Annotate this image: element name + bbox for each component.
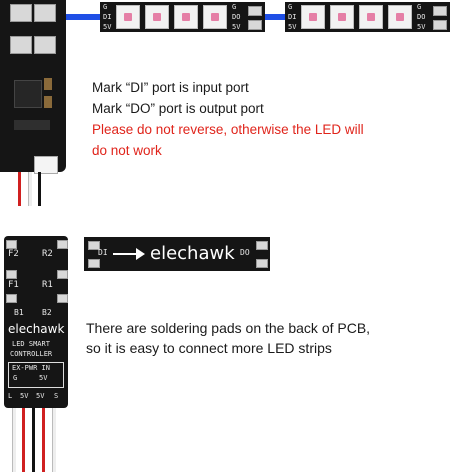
component <box>44 96 52 108</box>
port-label-r2: R2 <box>42 249 53 259</box>
controller-board-top <box>0 0 66 174</box>
ex-pwr-box: EX-PWR IN G 5V <box>8 362 64 388</box>
ex-pwr-g-label: G <box>13 374 18 382</box>
led <box>203 5 227 29</box>
bottom-label-s: S <box>54 392 59 400</box>
solder-pad <box>34 36 56 54</box>
strip1-right-label-g: G <box>232 3 237 11</box>
controller-brand: elechawk <box>8 322 65 336</box>
bottom-label-5v: 5V <box>20 392 29 400</box>
strip2-left-label-5v: 5V <box>288 23 297 31</box>
solder-pad <box>6 294 17 303</box>
wire-red <box>18 172 21 206</box>
port-label-f2: F2 <box>8 249 19 259</box>
wire-black <box>32 408 35 472</box>
reverse-warning-line2: do not work <box>92 143 162 158</box>
solder-pad <box>256 241 268 250</box>
strip1-left-label-di: DI <box>103 13 112 21</box>
solder-pad <box>10 36 32 54</box>
solder-pad <box>248 20 262 30</box>
controller-board-bottom: F2 R2 F1 R1 B1 B2 elechawk LED SMART CON… <box>4 236 68 408</box>
solder-pad <box>433 20 447 30</box>
wire-white <box>28 172 32 206</box>
solder-pad <box>433 6 447 16</box>
port-label-b1: B1 <box>14 308 24 317</box>
strip1-right-label-do: DO <box>232 13 241 21</box>
strip2-left-label-di: DI <box>288 13 297 21</box>
solder-pad-note-line2: so it is easy to connect more LED strips <box>86 340 332 356</box>
chip <box>14 80 42 108</box>
strip1-right-label-5v: 5V <box>232 23 241 31</box>
strip2-right-label-5v: 5V <box>417 23 426 31</box>
wire-white <box>12 408 16 472</box>
strip1-left-label-g: G <box>103 3 108 11</box>
controller-title-line1: LED SMART <box>12 340 50 348</box>
solder-pad <box>34 4 56 22</box>
arrow-right-icon <box>113 248 145 260</box>
solder-pad <box>57 240 68 249</box>
led <box>116 5 140 29</box>
led <box>301 5 325 29</box>
strip1-left-label-5v: 5V <box>103 23 112 31</box>
led <box>359 5 383 29</box>
bottom-label-5v-2: 5V <box>36 392 45 400</box>
led <box>330 5 354 29</box>
wire-black <box>38 172 41 206</box>
solder-pad <box>57 270 68 279</box>
back-strip-do-label: DO <box>240 248 250 257</box>
solder-pad <box>88 241 100 250</box>
back-strip-brand: elechawk <box>150 243 235 264</box>
reverse-warning-line1: Please do not reverse, otherwise the LED… <box>92 122 364 137</box>
solder-pad <box>6 270 17 279</box>
solder-pad <box>6 240 17 249</box>
wire-red <box>22 408 25 472</box>
bottom-label-l: L <box>8 392 13 400</box>
back-strip-di-label: DI <box>98 248 108 257</box>
component <box>44 78 52 90</box>
port-label-f1: F1 <box>8 280 19 290</box>
led <box>174 5 198 29</box>
solder-pad <box>88 259 100 268</box>
connector <box>34 156 58 174</box>
wire-blue <box>265 14 285 20</box>
led-strip-1: G DI 5V G DO 5V <box>100 2 265 32</box>
solder-pad <box>57 294 68 303</box>
ex-pwr-5v-label: 5V <box>39 374 48 382</box>
strip2-right-label-do: DO <box>417 13 426 21</box>
port-label-b2: B2 <box>42 308 52 317</box>
wire-white <box>52 408 56 472</box>
ex-pwr-label: EX-PWR IN <box>12 364 50 372</box>
port-label-r1: R1 <box>42 280 53 290</box>
di-port-note: Mark “DI” port is input port <box>92 80 249 95</box>
led <box>145 5 169 29</box>
solder-pad <box>248 6 262 16</box>
component <box>14 120 50 130</box>
solder-pad <box>256 259 268 268</box>
solder-pad-note-line1: There are soldering pads on the back of … <box>86 320 371 336</box>
wire-red <box>42 408 45 472</box>
controller-title-line2: CONTROLLER <box>10 350 53 358</box>
do-port-note: Mark “DO” port is output port <box>92 101 264 116</box>
strip2-right-label-g: G <box>417 3 422 11</box>
led-strip-back: DI elechawk DO <box>84 237 270 271</box>
wire-blue <box>66 14 100 20</box>
led <box>388 5 412 29</box>
strip2-left-label-g: G <box>288 3 293 11</box>
solder-pad <box>10 4 32 22</box>
led-strip-2: G DI 5V G DO 5V <box>285 2 450 32</box>
